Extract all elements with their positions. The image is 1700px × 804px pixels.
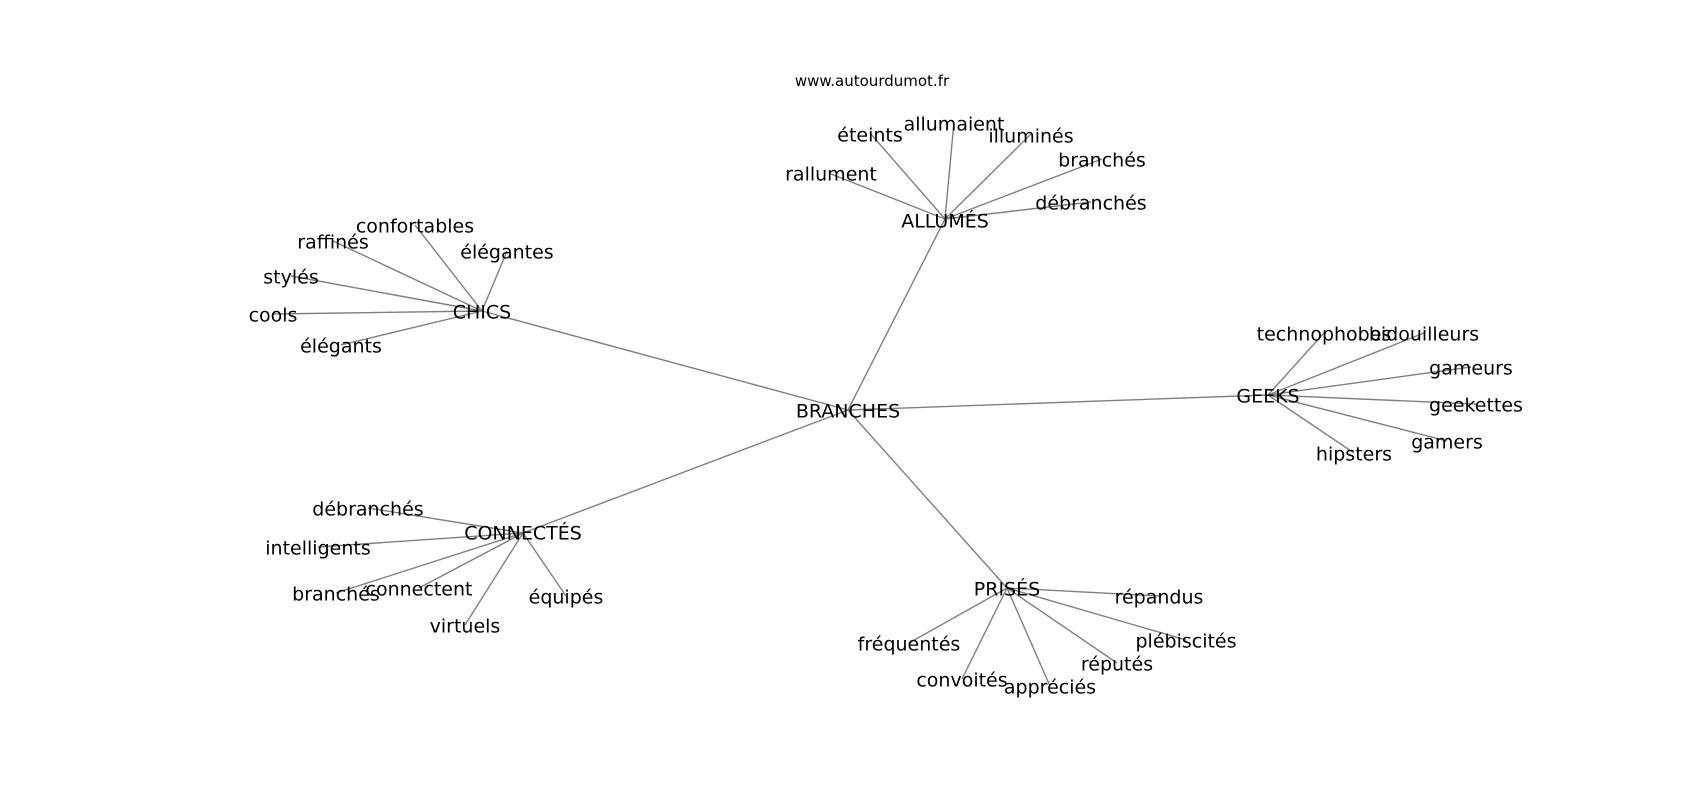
word-node-connectes-debranches: débranchés: [312, 499, 423, 521]
word-node-geeks-gameurs: gameurs: [1429, 358, 1513, 380]
word-node-allumes-eteints: éteints: [837, 125, 903, 147]
word-node-prises-repandus: répandus: [1115, 587, 1204, 609]
edge-prises-to-repandus: [1006, 587, 1160, 597]
word-node-chics-cools: cools: [249, 305, 298, 327]
graph-edges: [272, 121, 1477, 687]
edge-prises-to-convoites: [961, 587, 1008, 680]
word-node-allumes-branches: branchés: [1058, 150, 1146, 172]
edge-geeks-to-technophobes: [1267, 332, 1325, 396]
word-node-connectes-connectent: connectent: [366, 579, 473, 601]
word-node-chics-confortables: confortables: [356, 216, 474, 238]
edge-center-to-chics: [481, 310, 849, 411]
edge-connectes-to-debranches: [367, 507, 524, 534]
edge-connectes-to-connectent: [418, 532, 524, 589]
edge-geeks-to-hipsters: [1267, 394, 1355, 454]
hub-node-chics: CHICS: [453, 302, 511, 324]
word-node-geeks-gamers: gamers: [1411, 432, 1483, 454]
edge-chics-to-elegantes: [481, 250, 508, 312]
edge-allumes-to-debranches: [944, 201, 1092, 220]
word-node-prises-convoites: convoités: [916, 670, 1007, 692]
word-node-connectes-equipes: équipés: [529, 587, 604, 609]
edge-connectes-to-virtuels: [464, 532, 524, 626]
edge-allumes-to-branches: [944, 158, 1103, 220]
edge-allumes-to-illumines: [944, 133, 1032, 220]
edge-geeks-to-gameurs: [1267, 366, 1472, 396]
word-node-geeks-geekettes: geekettes: [1429, 395, 1523, 417]
word-node-prises-frequentes: fréquentés: [858, 634, 961, 656]
edge-chics-to-elegants: [340, 310, 483, 346]
edge-prises-to-apprecies: [1006, 587, 1051, 687]
edge-connectes-to-branches: [335, 532, 524, 594]
word-node-chics-elegantes: élégantes: [460, 242, 553, 264]
edge-center-to-connectes: [522, 409, 849, 534]
word-node-allumes-allumaient: allumaient: [904, 114, 1005, 136]
word-node-geeks-bidouilleurs: bidouilleurs: [1369, 324, 1479, 346]
word-node-allumes-illumines: illuminés: [988, 126, 1073, 148]
edge-center-to-geeks: [847, 394, 1269, 411]
word-node-chics-elegants: élégants: [300, 336, 382, 358]
edge-connectes-to-equipes: [522, 532, 567, 597]
edge-geeks-to-bidouilleurs: [1267, 332, 1425, 396]
hub-node-geeks: GEEKS: [1236, 386, 1299, 408]
edge-allumes-to-allumaient: [944, 121, 955, 220]
hub-node-allumes: ALLUMÉS: [901, 210, 989, 233]
edge-prises-to-reputes: [1006, 587, 1118, 664]
word-node-connectes-intelligents: intelligents: [265, 538, 370, 560]
hub-node-connectes: CONNECTÉS: [464, 522, 582, 545]
hub-node-prises: PRISÉS: [974, 578, 1040, 601]
word-node-prises-reputes: réputés: [1081, 654, 1153, 676]
word-node-allumes-rallument: rallument: [785, 164, 877, 186]
edge-chics-to-raffines: [332, 240, 483, 312]
edge-prises-to-frequentes: [908, 587, 1008, 644]
edge-chics-to-styles: [290, 275, 483, 312]
word-node-connectes-branches: branchés: [292, 584, 380, 606]
word-node-geeks-technophobes: technophobes: [1257, 324, 1392, 346]
word-node-geeks-hipsters: hipsters: [1316, 444, 1392, 466]
edge-connectes-to-intelligents: [317, 532, 524, 548]
word-node-prises-apprecies: appréciés: [1004, 677, 1096, 699]
word-node-allumes-debranches: débranchés: [1035, 193, 1146, 215]
edge-allumes-to-rallument: [830, 173, 946, 220]
edge-geeks-to-gamers: [1267, 394, 1448, 442]
edge-center-to-prises: [847, 409, 1008, 589]
site-watermark: www.autourdumot.fr: [794, 72, 950, 90]
edge-prises-to-plebiscites: [1006, 587, 1187, 641]
word-node-prises-plebiscites: plébiscités: [1135, 631, 1236, 653]
center-node-branches: BRANCHES: [796, 401, 900, 423]
edge-center-to-allumes: [847, 218, 946, 411]
word-node-connectes-virtuels: virtuels: [430, 616, 501, 638]
word-node-chics-styles: stylés: [263, 267, 318, 289]
edge-chics-to-cools: [272, 310, 483, 315]
word-node-chics-raffines: raffinés: [297, 232, 368, 254]
edge-chics-to-confortables: [414, 224, 483, 312]
edge-allumes-to-eteints: [869, 132, 946, 220]
edge-geeks-to-geekettes: [1267, 394, 1477, 405]
